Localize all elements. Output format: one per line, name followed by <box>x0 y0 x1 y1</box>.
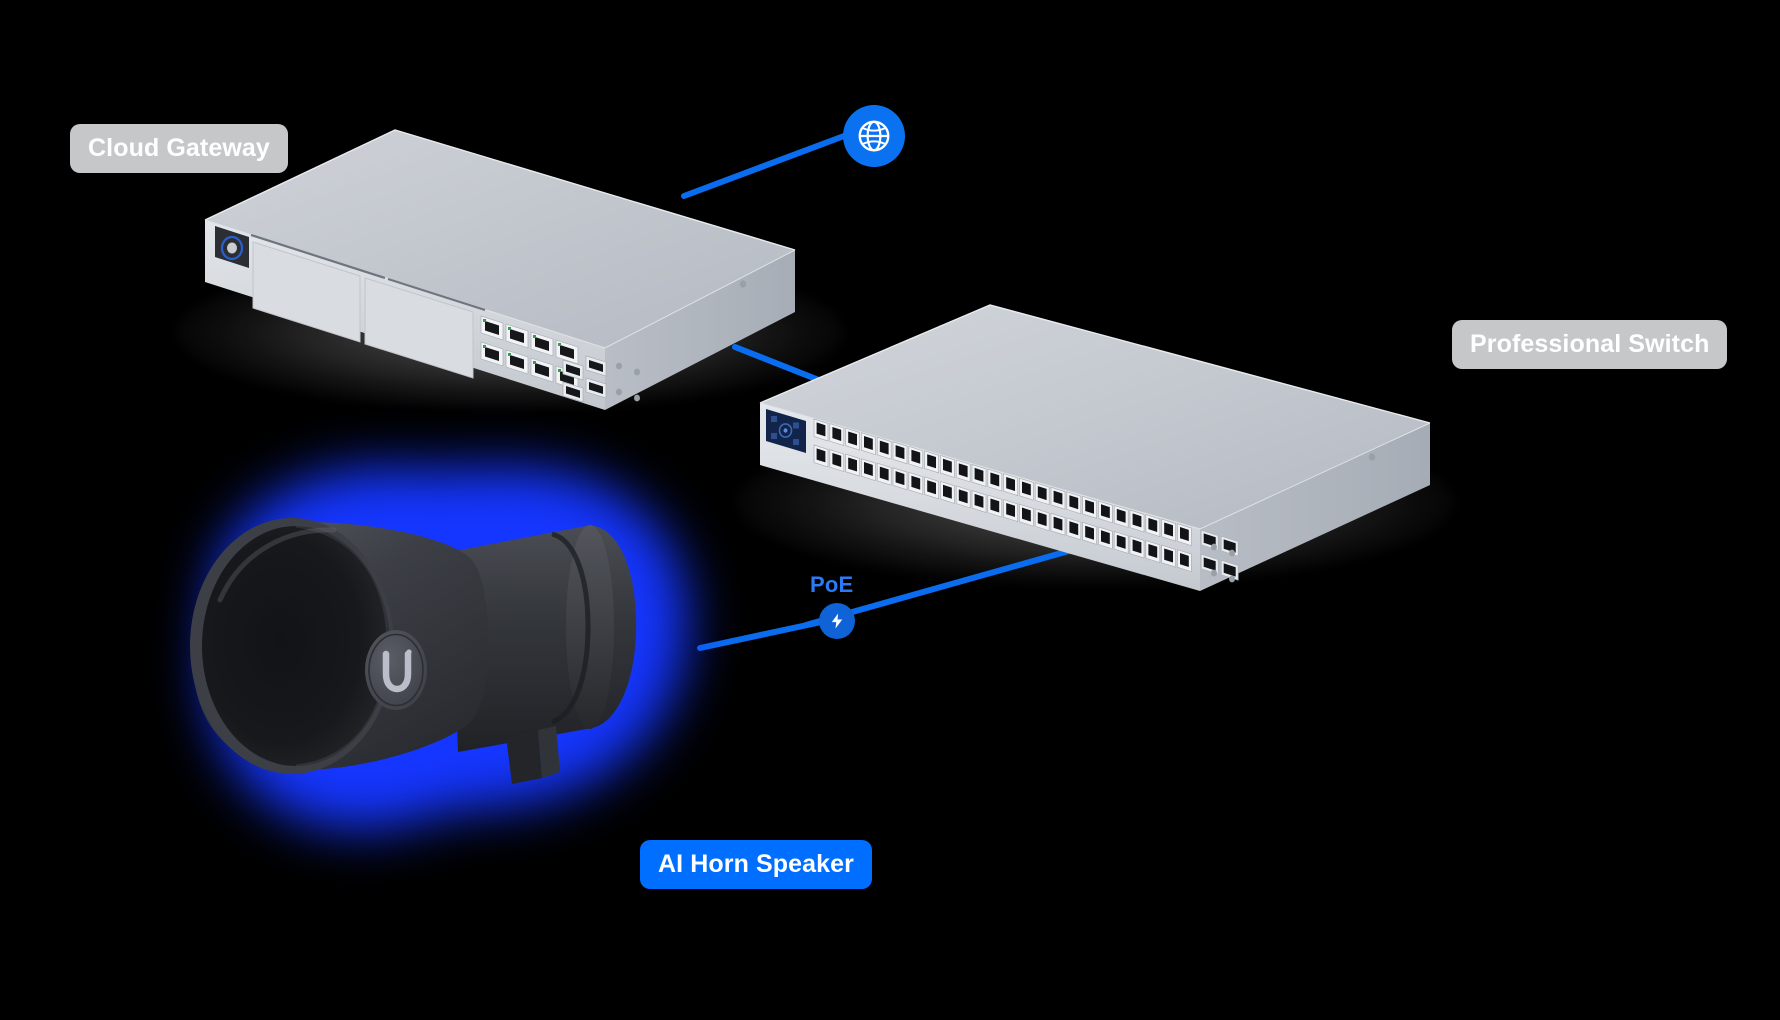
switch-port <box>924 450 939 474</box>
switch-port-array <box>813 418 1192 573</box>
switch-port <box>813 418 829 442</box>
switch-port <box>1129 535 1145 559</box>
label-cloud-gateway[interactable]: Cloud Gateway <box>70 124 288 173</box>
switch-port <box>955 459 971 483</box>
label-ai-horn-speaker-text: AI Horn Speaker <box>658 850 855 878</box>
gateway-port-array <box>480 315 579 391</box>
label-cloud-gateway-text: Cloud Gateway <box>88 134 270 162</box>
switch-port <box>1113 504 1129 528</box>
gateway-screws <box>616 280 747 402</box>
horn-speaker-art <box>190 518 637 784</box>
switch-port <box>1003 499 1018 523</box>
device-professional-switch[interactable] <box>740 295 1500 615</box>
switch-port <box>1098 526 1113 550</box>
horn-body <box>450 525 637 752</box>
switch-display-panel <box>766 409 806 453</box>
switch-port <box>987 468 1003 492</box>
poe-label: PoE <box>810 572 854 597</box>
switch-port <box>1050 512 1066 536</box>
label-professional-switch-text: Professional Switch <box>1470 330 1710 358</box>
switch-port <box>924 476 939 500</box>
switch-port <box>940 480 955 504</box>
switch-port <box>892 467 908 491</box>
switch-screws <box>1211 453 1376 583</box>
switch-port <box>1082 495 1097 519</box>
gateway-sfp-ports <box>562 355 607 403</box>
lightning-bolt-icon <box>831 613 843 629</box>
switch-port <box>829 423 845 447</box>
cloud-gateway-art <box>204 129 796 410</box>
switch-port <box>940 454 955 478</box>
switch-port <box>1177 549 1192 573</box>
switch-port <box>1050 486 1066 510</box>
switch-port <box>955 485 971 509</box>
switch-port <box>1113 530 1129 554</box>
horn-mount-bracket <box>506 726 560 784</box>
switch-port <box>813 444 829 468</box>
switch-port <box>1066 517 1082 541</box>
switch-port <box>1019 477 1034 501</box>
switch-port <box>1019 503 1034 527</box>
switch-port <box>1161 544 1176 568</box>
switch-port <box>908 445 924 469</box>
switch-port <box>1066 491 1082 515</box>
poe-node[interactable] <box>819 603 855 639</box>
switch-port <box>1003 473 1018 497</box>
switch-port <box>971 490 987 513</box>
switch-port <box>971 464 987 487</box>
switch-port <box>876 462 892 486</box>
internet-node[interactable] <box>843 105 905 167</box>
device-ai-horn-speaker[interactable] <box>120 430 760 870</box>
label-ai-horn-speaker[interactable]: AI Horn Speaker <box>640 840 873 889</box>
switch-port <box>876 436 892 460</box>
switch-port <box>1034 508 1050 532</box>
switch-port <box>1145 514 1161 538</box>
device-cloud-gateway[interactable] <box>185 120 885 430</box>
switch-port <box>1129 509 1145 533</box>
professional-switch-art <box>759 304 1431 591</box>
switch-port <box>1098 500 1113 524</box>
globe-icon <box>858 120 890 152</box>
switch-port <box>908 471 924 495</box>
switch-port <box>1161 518 1176 542</box>
switch-port <box>829 449 845 473</box>
switch-port <box>987 494 1003 518</box>
switch-port <box>1145 540 1161 564</box>
switch-sfp-port <box>1220 559 1239 581</box>
switch-port <box>892 441 908 465</box>
switch-port <box>845 453 860 477</box>
horn-bell-mouth <box>202 526 390 766</box>
label-professional-switch[interactable]: Professional Switch <box>1452 320 1728 369</box>
switch-port <box>845 427 860 451</box>
switch-port <box>1177 523 1192 547</box>
switch-port <box>1034 482 1050 506</box>
horn-speaker-logo <box>365 630 427 710</box>
switch-port <box>861 458 876 482</box>
switch-sfp-port <box>1200 553 1219 575</box>
switch-port <box>861 432 876 456</box>
switch-port <box>1082 521 1097 545</box>
